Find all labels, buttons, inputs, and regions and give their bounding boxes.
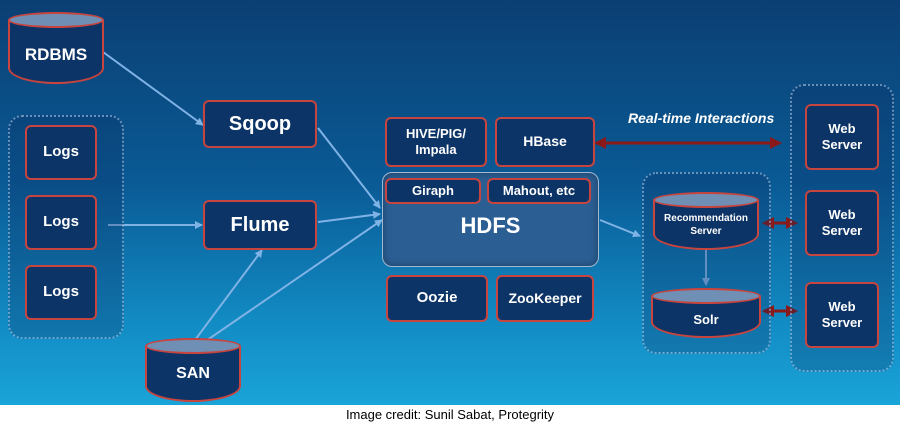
- web-server-box-1: Web Server: [805, 104, 879, 170]
- web-server-box-2: Web Server: [805, 190, 879, 256]
- web-server-line-2: Server: [821, 137, 863, 152]
- zookeeper-box: ZooKeeper: [496, 275, 594, 322]
- impala-label: Impala: [415, 142, 457, 157]
- hdfs-box: Giraph Mahout, etc HDFS: [382, 172, 599, 267]
- web-server-line-2: Server: [821, 223, 863, 238]
- rdbms-label: RDBMS: [24, 45, 88, 64]
- realtime-interactions-label: Real-time Interactions: [628, 110, 775, 126]
- hbase-box: HBase: [495, 117, 595, 167]
- arrow-sqoop-hdfs: [317, 127, 381, 209]
- recommendation-line-1: Recommendation: [664, 213, 748, 224]
- logs-box-3: Logs: [25, 265, 97, 320]
- hdfs-label: HDFS: [460, 213, 521, 238]
- mahout-box: Mahout, etc: [487, 178, 591, 204]
- logs-box-2: Logs: [25, 195, 97, 250]
- recommendation-server-cylinder: Recommendation Server: [653, 192, 759, 250]
- recommendation-line-2: Server: [690, 226, 722, 237]
- cylinder-body: [653, 200, 759, 250]
- hive-pig-impala-box: HIVE/PIG/ Impala: [385, 117, 487, 167]
- san-cylinder: SAN: [145, 338, 241, 402]
- arrow-rdbms-sqoop: [102, 51, 204, 126]
- arrow-san-hdfs: [199, 219, 383, 346]
- hive-pig-label: HIVE/PIG/: [406, 125, 466, 141]
- image-credit: Image credit: Sunil Sabat, Protegrity: [345, 407, 555, 422]
- flume-box: Flume: [203, 200, 317, 250]
- arrow-flume-hdfs: [317, 210, 381, 223]
- san-label: SAN: [176, 365, 210, 382]
- solr-label: Solr: [693, 312, 719, 327]
- web-server-line-1: Web: [828, 120, 856, 136]
- cylinder-top: [653, 192, 759, 208]
- cylinder-body: [8, 20, 104, 84]
- diagram-panel: RDBMS Logs Logs Logs SAN Sqoop Flume HIV…: [0, 0, 900, 405]
- logs-box-1: Logs: [25, 125, 97, 180]
- arrow-san-flume: [194, 249, 263, 341]
- web-server-line-2: Server: [821, 315, 863, 330]
- recommendation-label: Recommendation Server: [653, 212, 759, 238]
- sqoop-box: Sqoop: [203, 100, 317, 148]
- arrow-hdfs-recommendation: [599, 219, 641, 238]
- web-server-line-1: Web: [828, 206, 856, 222]
- cylinder-top: [651, 288, 761, 304]
- cylinder-top: [8, 12, 104, 28]
- rdbms-cylinder: RDBMS: [8, 12, 104, 84]
- web-server-box-3: Web Server: [805, 282, 879, 348]
- giraph-box: Giraph: [385, 178, 481, 204]
- cylinder-top: [145, 338, 241, 354]
- web-server-line-1: Web: [828, 298, 856, 314]
- cylinder-body: [145, 346, 241, 402]
- solr-cylinder: Solr: [651, 288, 761, 338]
- oozie-box: Oozie: [386, 275, 488, 322]
